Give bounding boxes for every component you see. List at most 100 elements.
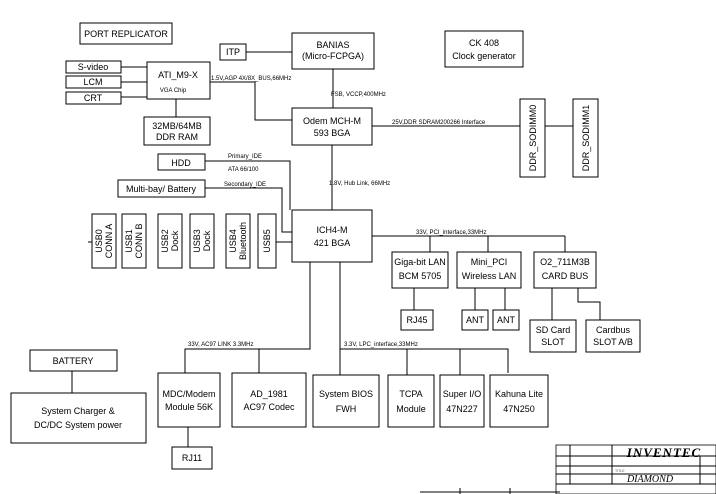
- ddr-ram-sub: DDR RAM: [156, 132, 198, 142]
- kahuna-block: Kahuna Lite 47N250: [489, 374, 549, 428]
- secondary-ide-label: Secondary_IDE: [224, 182, 266, 188]
- cardbus-slot-label: Cardbus: [596, 325, 631, 335]
- ati-label: ATI_M9-X: [158, 70, 198, 80]
- ad1981-block: AD_1981 AC97 Codec: [231, 372, 307, 428]
- sodimm1-block: DDR_SODIMM1: [572, 98, 599, 178]
- svideo-label: S-video: [78, 62, 109, 72]
- tcpa-label: TCPA: [399, 389, 422, 399]
- crt-block: CRT: [65, 91, 122, 105]
- mch-label: Odem MCH-M: [303, 116, 361, 126]
- bios-label: System BIOS: [319, 389, 373, 399]
- superio-block: Super I/O 47N227: [439, 374, 485, 428]
- agp-bus-label: 1.5V,AGP 4X/8X_BUS,66MHz: [211, 76, 291, 82]
- cardbus-slot-sub: SLOT A/B: [593, 337, 633, 347]
- ck408-label: CK 408: [469, 38, 499, 48]
- fsb-bus-label: FSB, VCCP,400MHz: [331, 92, 386, 98]
- gigalan-block: Giga-bit LAN BCM 5705: [391, 251, 449, 289]
- rj11-block: RJ11: [171, 446, 213, 470]
- bios-block: System BIOS FWH: [312, 374, 380, 428]
- itp-block: ITP: [219, 43, 247, 61]
- usb2-block: USB2 Dock: [157, 213, 183, 269]
- usb3-sub: Dock: [202, 230, 212, 251]
- rj45-label: RJ45: [406, 315, 427, 325]
- ich4-label: ICH4-M: [317, 225, 348, 235]
- usb5-label: USB5: [262, 229, 272, 253]
- usb4-label: USB4: [228, 229, 238, 253]
- ata-label: ATA 66/100: [228, 167, 259, 173]
- connection-lines: [71, 51, 601, 447]
- usb0-sub: CONN A: [104, 224, 114, 259]
- multibay-label: Multi-bay/ Battery: [126, 184, 197, 194]
- mdc-sub: Module 56K: [165, 402, 213, 412]
- usb5-block: USB5: [257, 213, 277, 269]
- sdcard-label: SD Card: [536, 325, 571, 335]
- multibay-block: Multi-bay/ Battery: [117, 179, 206, 198]
- banias-label: BANIAS: [316, 40, 349, 50]
- hdd-block: HDD: [157, 153, 206, 171]
- title-block: INVENTEC TITLE DIAMOND: [420, 444, 716, 494]
- ich4-block: ICH4-M 421 BGA: [291, 209, 373, 263]
- battery-block: BATTERY: [29, 349, 118, 372]
- port-replicator-block: PORT REPLICATOR: [79, 22, 173, 45]
- hub-link-label: 1.8V, Hub Link, 66MHz: [329, 181, 390, 187]
- usb4-block: USB4 Bluetooth: [225, 213, 251, 269]
- primary-ide-label: Primary_IDE: [228, 154, 262, 160]
- charger-sub: DC/DC System power: [34, 420, 122, 430]
- svideo-block: S-video: [65, 60, 122, 74]
- ddr-ram-label: 32MB/64MB: [152, 121, 202, 131]
- ant2-label: ANT: [497, 315, 516, 325]
- usb1-sub: CONN B: [134, 223, 144, 258]
- cardbus-sub: CARD BUS: [542, 271, 589, 281]
- usb2-sub: Dock: [170, 230, 180, 251]
- ad1981-label: AD_1981: [250, 389, 288, 399]
- project-name: DIAMOND: [626, 474, 674, 485]
- port-replicator-label: PORT REPLICATOR: [84, 29, 168, 39]
- sdcard-sub: SLOT: [541, 337, 565, 347]
- kahuna-sub: 47N250: [503, 404, 535, 414]
- charger-label: System Charger &: [41, 406, 115, 416]
- cardbus-block: O2_711M3B CARD BUS: [533, 251, 597, 289]
- ati-sub: VGA Chip: [160, 88, 187, 94]
- usb1-block: USB1 CONN B: [121, 213, 147, 269]
- gigalan-sub: BCM 5705: [399, 271, 442, 281]
- usb1-label: USB1: [124, 229, 134, 253]
- pci-bus-label: 33V, PCI_interface,33MHz: [416, 230, 486, 236]
- rj11-label: RJ11: [182, 453, 202, 463]
- bios-sub: FWH: [336, 404, 357, 414]
- cardbus-label: O2_711M3B: [540, 257, 590, 267]
- lpc-bus-label: 3.3V, LPC_interface,33MHz: [344, 342, 418, 348]
- itp-label: ITP: [226, 47, 240, 57]
- banias-block: BANIAS (Micro-FCPGA): [291, 32, 375, 70]
- battery-label: BATTERY: [53, 356, 94, 366]
- sodimm0-label: DDR_SODIMM0: [528, 105, 538, 172]
- sodimm1-label: DDR_SODIMM1: [581, 105, 591, 172]
- ad1981-sub: AC97 Codec: [243, 402, 295, 412]
- sdcard-block: SD Card SLOT: [529, 319, 577, 353]
- ck408-block: CK 408 Clock generator: [444, 30, 524, 68]
- kahuna-label: Kahuna Lite: [495, 389, 543, 399]
- superio-sub: 47N227: [446, 404, 478, 414]
- tcpa-sub: Module: [396, 404, 426, 414]
- ck408-sub: Clock generator: [452, 51, 516, 61]
- usb3-label: USB3: [192, 229, 202, 253]
- mdc-label: MDC/Modem: [162, 389, 215, 399]
- title-field-label: TITLE: [615, 469, 625, 473]
- charger-block: System Charger & DC/DC System power: [10, 392, 147, 444]
- ac97-bus-label: 33V, AC97 LINK 3.3MHz: [188, 342, 253, 348]
- tcpa-block: TCPA Module: [387, 374, 435, 428]
- ati-block: ATI_M9-X VGA Chip: [146, 61, 211, 100]
- bus-labels: 1.5V,AGP 4X/8X_BUS,66MHz FSB, VCCP,400MH…: [188, 76, 486, 348]
- ant2-block: ANT: [492, 309, 520, 331]
- usb3-block: USB3 Dock: [189, 213, 215, 269]
- banias-sub: (Micro-FCPGA): [302, 51, 364, 61]
- usb4-sub: Bluetooth: [238, 222, 248, 260]
- company-name: INVENTEC: [626, 445, 701, 460]
- ddr-ram-block: 32MB/64MB DDR RAM: [143, 116, 211, 146]
- ddr-bus-label: 25V,DDR SDRAM200266 Interface: [392, 120, 486, 126]
- hdd-label: HDD: [171, 158, 191, 168]
- minipci-sub: Wireless LAN: [462, 271, 517, 281]
- minipci-block: Mini_PCI Wireless LAN: [456, 251, 522, 289]
- ant1-block: ANT: [461, 309, 489, 331]
- minipci-label: Mini_PCI: [471, 257, 508, 267]
- usb0-label: USB0: [94, 229, 104, 253]
